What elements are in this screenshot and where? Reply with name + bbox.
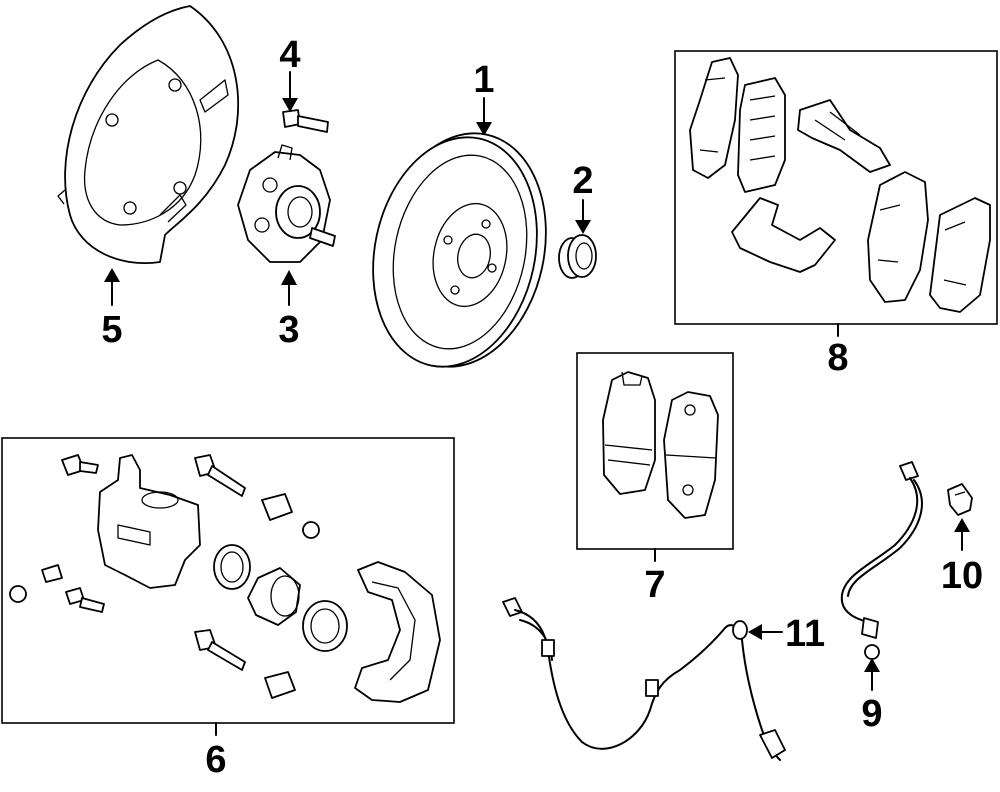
callout-9[interactable]: 9 — [861, 693, 882, 735]
leader-arrow — [748, 624, 762, 640]
leader-arrow — [864, 658, 880, 672]
brake-rotor[interactable] — [353, 118, 567, 383]
splash-shield[interactable] — [57, 5, 240, 264]
brake-hose[interactable] — [840, 461, 923, 660]
callout-3[interactable]: 3 — [278, 309, 299, 351]
callout-4[interactable]: 4 — [279, 34, 300, 76]
hub-bolt[interactable] — [282, 109, 329, 133]
leader-arrow — [104, 268, 120, 282]
callout-7[interactable]: 7 — [644, 564, 665, 606]
leader-arrow — [282, 98, 298, 112]
abs-wheel-speed-sensor[interactable] — [502, 597, 786, 761]
callout-11[interactable]: 11 — [785, 613, 825, 655]
caliper-assembly-box — [1, 437, 455, 724]
caliper-assembly[interactable] — [9, 454, 441, 703]
callout-5[interactable]: 5 — [101, 309, 122, 351]
callout-10[interactable]: 10 — [941, 555, 983, 597]
callout-1[interactable]: 1 — [473, 59, 494, 101]
leader-arrow — [281, 270, 297, 285]
hose-clip[interactable] — [947, 483, 973, 516]
hardware-kit-box — [674, 50, 998, 325]
callout-8[interactable]: 8 — [827, 337, 848, 379]
leader-arrow — [476, 122, 492, 136]
brake-pad-set[interactable] — [602, 371, 719, 519]
hub-assembly[interactable] — [237, 144, 336, 263]
dust-cap[interactable] — [558, 234, 597, 279]
callout-6[interactable]: 6 — [205, 739, 226, 781]
callout-2[interactable]: 2 — [572, 160, 593, 202]
leader-arrow — [575, 220, 591, 234]
pad-hardware-kit[interactable] — [689, 57, 991, 313]
leader-arrow — [954, 518, 970, 532]
